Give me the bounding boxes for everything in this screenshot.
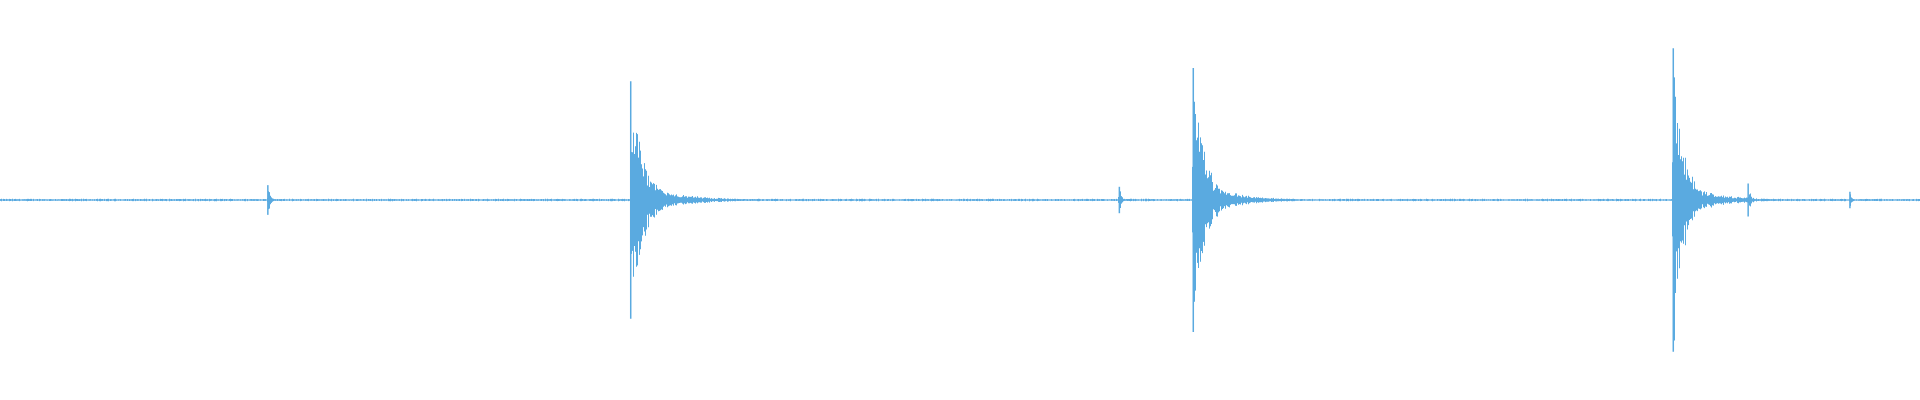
waveform-samples [0, 77, 1920, 341]
waveform-trace [0, 48, 1920, 352]
